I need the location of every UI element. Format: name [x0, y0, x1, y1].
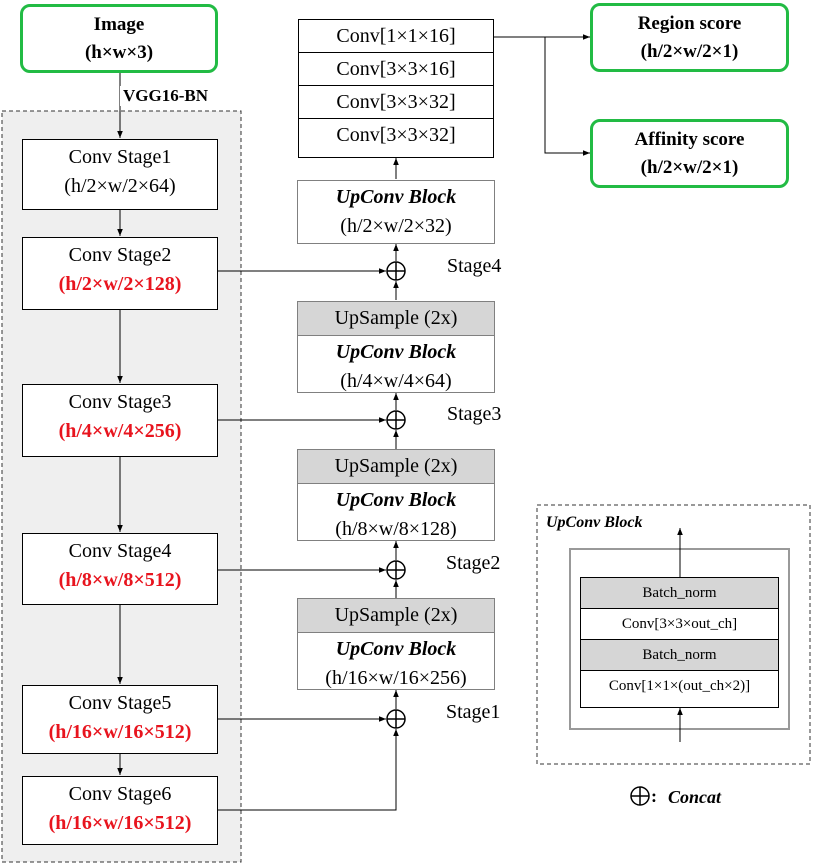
- upconv-block-1: UpSample (2x) UpConv Block (h/16×w/16×25…: [297, 598, 495, 690]
- upconv-block-4-title: UpConv Block: [335, 186, 457, 208]
- region-score-title: Region score: [637, 13, 742, 34]
- head-conv-2: Conv[3×3×16]: [299, 53, 493, 86]
- upsample-2-label: UpSample (2x): [298, 450, 494, 484]
- head-conv-stack: Conv[1×1×16] Conv[3×3×16] Conv[3×3×32] C…: [298, 19, 494, 158]
- upconv-block-3-size: (h/4×w/4×64): [340, 370, 452, 392]
- legend-concat-colon: :: [651, 786, 657, 806]
- upconv-block-4-size: (h/2×w/2×32): [340, 215, 452, 237]
- backbone-label: VGG16-BN: [120, 86, 211, 106]
- region-score-size: (h/2×w/2×1): [640, 41, 739, 62]
- stage3-label: Stage3: [447, 403, 502, 425]
- conv-stage6-node: Conv Stage6 (h/16×w/16×512): [22, 776, 218, 845]
- input-size: (h×w×3): [84, 42, 154, 63]
- upconv-block-4: UpConv Block (h/2×w/2×32): [297, 180, 495, 244]
- conv-stage6-size: (h/16×w/16×512): [48, 812, 192, 834]
- upconv-block-1-size: (h/16×w/16×256): [325, 667, 467, 689]
- concat-node-stage4: [386, 261, 406, 281]
- concat-node-stage3: [386, 410, 406, 430]
- head-conv-1: Conv[1×1×16]: [299, 20, 493, 53]
- affinity-score-title: Affinity score: [634, 129, 745, 150]
- conv-stage2-size: (h/2×w/2×128): [58, 273, 182, 295]
- legend-layer-3: Batch_norm: [581, 640, 778, 671]
- conv-stage4-label: Conv Stage4: [68, 540, 172, 562]
- conv-stage2-label: Conv Stage2: [68, 244, 172, 266]
- input-title: Image: [93, 14, 145, 35]
- conv-stage3-node: Conv Stage3 (h/4×w/4×256): [22, 384, 218, 457]
- upsample-1-label: UpSample (2x): [298, 599, 494, 633]
- upsample-3-label: UpSample (2x): [298, 302, 494, 336]
- conv-stage4-node: Conv Stage4 (h/8×w/8×512): [22, 533, 218, 605]
- stage4-label: Stage4: [447, 255, 502, 277]
- upconv-block-2-size: (h/8×w/8×128): [335, 518, 457, 540]
- legend-layer-4: Conv[1×1×(out_ch×2)]: [608, 678, 751, 694]
- head-conv-4: Conv[3×3×32]: [336, 124, 456, 146]
- conv-stage2-node: Conv Stage2 (h/2×w/2×128): [22, 237, 218, 310]
- conv-stage1-size: (h/2×w/2×64): [64, 175, 176, 197]
- conv-stage6-label: Conv Stage6: [68, 783, 172, 805]
- legend-concat-icon: [630, 786, 650, 806]
- affinity-score-size: (h/2×w/2×1): [640, 157, 739, 178]
- conv-stage5-label: Conv Stage5: [68, 692, 172, 714]
- affinity-score-node: Affinity score (h/2×w/2×1): [590, 119, 789, 188]
- conv-stage3-label: Conv Stage3: [68, 391, 172, 413]
- conv-stage1-label: Conv Stage1: [68, 146, 172, 168]
- conv-stage4-size: (h/8×w/8×512): [58, 569, 182, 591]
- conv-stage5-size: (h/16×w/16×512): [48, 721, 192, 743]
- legend-title: UpConv Block: [546, 514, 643, 531]
- conv-stage3-size: (h/4×w/4×256): [58, 420, 182, 442]
- upconv-block-3-title: UpConv Block: [335, 341, 457, 363]
- upconv-block-1-title: UpConv Block: [335, 638, 457, 660]
- legend-layer-2: Conv[3×3×out_ch]: [581, 609, 778, 640]
- concat-node-stage2: [386, 560, 406, 580]
- conv-stage5-node: Conv Stage5 (h/16×w/16×512): [22, 685, 218, 754]
- legend-layer-stack: Batch_norm Conv[3×3×out_ch] Batch_norm C…: [580, 577, 779, 708]
- stage1-label: Stage1: [446, 701, 501, 723]
- upconv-block-2-title: UpConv Block: [335, 489, 457, 511]
- concat-node-stage1: [386, 709, 406, 729]
- head-conv-3: Conv[3×3×32]: [299, 86, 493, 119]
- upconv-block-2: UpSample (2x) UpConv Block (h/8×w/8×128): [297, 449, 495, 541]
- input-image-node: Image (h×w×3): [20, 4, 218, 73]
- conv-stage1-node: Conv Stage1 (h/2×w/2×64): [22, 139, 218, 210]
- region-score-node: Region score (h/2×w/2×1): [590, 3, 789, 72]
- stage2-label: Stage2: [446, 552, 501, 574]
- upconv-block-3: UpSample (2x) UpConv Block (h/4×w/4×64): [297, 301, 495, 393]
- legend-concat-label: Concat: [668, 787, 722, 807]
- legend-layer-1: Batch_norm: [581, 578, 778, 609]
